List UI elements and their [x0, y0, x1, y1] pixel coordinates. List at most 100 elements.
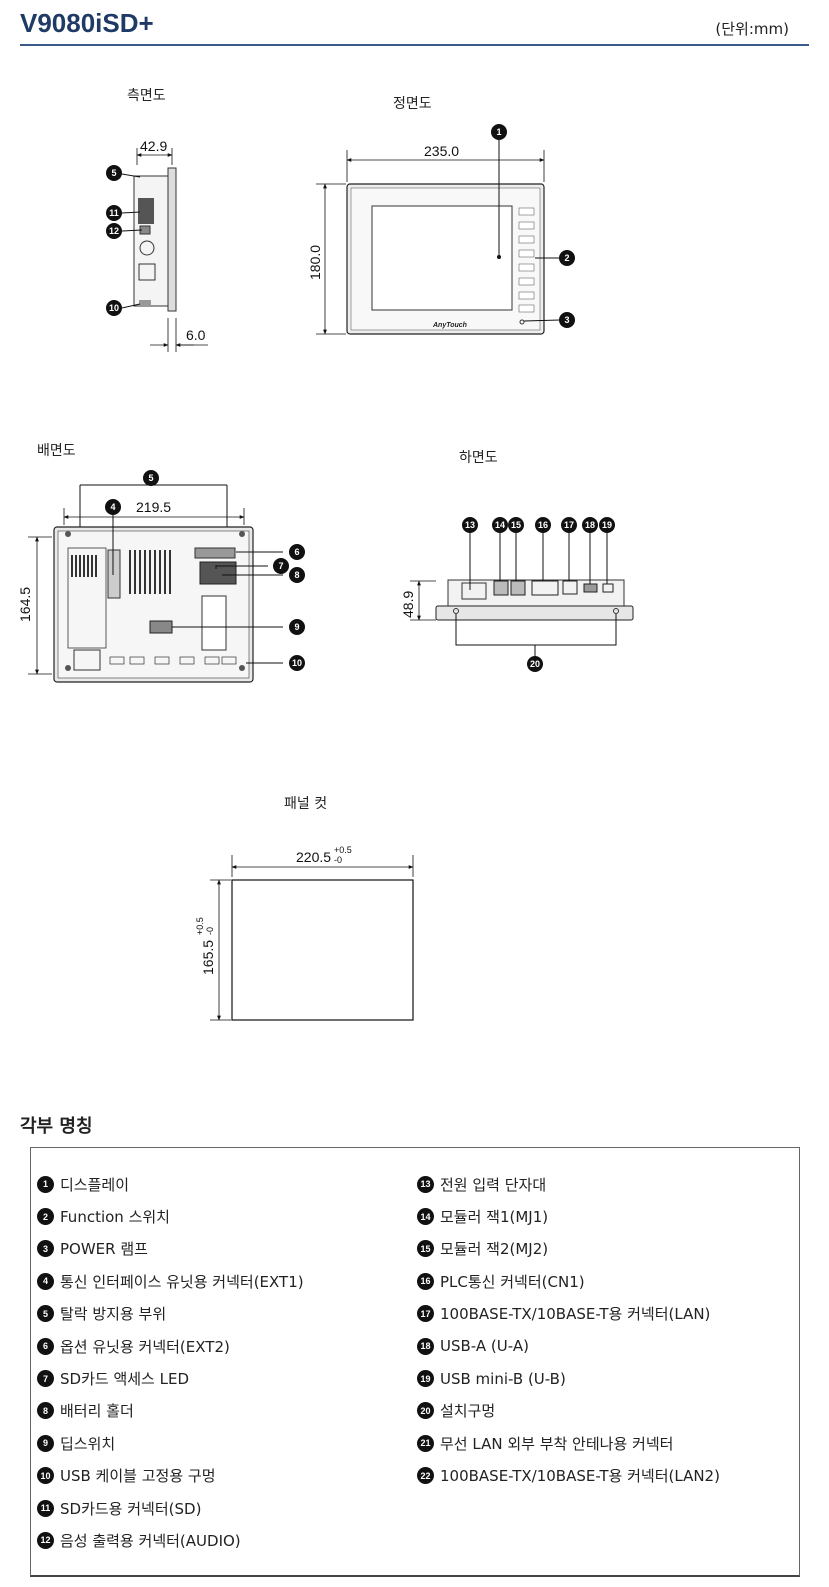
bottom-view: 하면도 48.9 — [400, 450, 634, 658]
svg-text:6: 6 — [294, 547, 299, 557]
callout-11: 11 — [106, 205, 122, 221]
part-label: 통신 인터페이스 유닛용 커넥터(EXT1) — [60, 1272, 304, 1291]
part-item: 17 100BASE-TX/10BASE-T용 커넥터(LAN) — [417, 1298, 720, 1330]
svg-text:12: 12 — [109, 226, 119, 236]
drawings: 측면도 42.9 6.0 정면도 235.0 180.0 — [17, 88, 634, 1021]
part-label: 탈락 방지용 부위 — [60, 1305, 167, 1324]
part-label: USB mini-B (U-B) — [440, 1369, 566, 1388]
part-label: POWER 램프 — [60, 1240, 148, 1259]
svg-text:15: 15 — [511, 520, 521, 530]
part-number-badge: 1 — [37, 1175, 54, 1193]
back-view-title: 배면도 — [37, 443, 76, 459]
part-label: 디스플레이 — [60, 1175, 130, 1194]
part-label: USB-A (U-A) — [440, 1337, 529, 1356]
svg-text:1: 1 — [496, 127, 501, 137]
part-item: 21 무선 LAN 외부 부착 안테나용 커넥터 — [417, 1427, 720, 1459]
svg-text:13: 13 — [465, 520, 475, 530]
part-label: SD카드용 커넥터(SD) — [60, 1499, 202, 1518]
part-number-badge: 16 — [417, 1272, 434, 1290]
part-label: 모듈러 잭2(MJ2) — [440, 1240, 549, 1259]
bottom-dim-height: 48.9 — [400, 591, 416, 618]
back-dim-height: 164.5 — [17, 587, 33, 622]
panel-cut-width-tol-plus: +0.5 — [334, 845, 352, 855]
svg-text:7: 7 — [278, 561, 283, 571]
front-brand: AnyTouch — [432, 322, 467, 329]
back-dim-width: 219.5 — [136, 499, 171, 515]
side-dim-bottom: 6.0 — [186, 327, 206, 343]
side-view: 측면도 42.9 6.0 — [121, 88, 208, 352]
svg-text:20: 20 — [530, 659, 540, 669]
callout-10-back: 10 — [289, 655, 305, 671]
part-item: 16 PLC통신 커넥터(CN1) — [417, 1265, 720, 1297]
part-number-badge: 21 — [417, 1434, 434, 1452]
part-label: 전원 입력 단자대 — [440, 1175, 547, 1194]
panel-cut-view: 패널 컷 220.5 +0.5 -0 165.5 +0.5 -0 — [195, 796, 414, 1021]
callout-18: 18 — [582, 517, 598, 533]
svg-text:18: 18 — [585, 520, 595, 530]
callout-19: 19 — [599, 517, 615, 533]
side-dim-top: 42.9 — [140, 138, 167, 154]
panel-cut-height-tol-plus: +0.5 — [195, 917, 205, 935]
panel-cut-title: 패널 컷 — [284, 796, 327, 812]
side-view-title: 측면도 — [127, 88, 166, 104]
unit-label: (단위:mm) — [715, 20, 789, 38]
callout-7: 7 — [273, 558, 289, 574]
part-number-badge: 7 — [37, 1370, 54, 1388]
part-label: 무선 LAN 외부 부착 안테나용 커넥터 — [440, 1434, 674, 1453]
front-dim-height: 180.0 — [307, 245, 323, 280]
callout-20: 20 — [527, 656, 543, 672]
callout-17: 17 — [561, 517, 577, 533]
part-number-badge: 18 — [417, 1337, 434, 1355]
svg-text:10: 10 — [109, 303, 119, 313]
panel-cut-dim-height: 165.5 — [200, 940, 216, 975]
panel-cut-width-tol-minus: -0 — [334, 855, 342, 865]
part-number-badge: 10 — [37, 1467, 54, 1485]
front-view-title: 정면도 — [393, 96, 432, 112]
svg-text:5: 5 — [148, 473, 153, 483]
bottom-view-title: 하면도 — [459, 450, 498, 466]
page-title: V9080iSD+ — [20, 8, 154, 38]
callout-6: 6 — [289, 544, 305, 560]
svg-text:16: 16 — [538, 520, 548, 530]
part-label: Function 스위치 — [60, 1208, 170, 1227]
parts-section-title: 각부 명칭 — [20, 1116, 93, 1137]
panel-cut-height-tol-minus: -0 — [205, 927, 215, 935]
part-number-badge: 4 — [37, 1272, 54, 1290]
callout-8: 8 — [289, 567, 305, 583]
svg-text:2: 2 — [564, 253, 569, 263]
callout-1: 1 — [491, 124, 507, 140]
part-number-badge: 6 — [37, 1337, 54, 1355]
panel-cut-dim-width: 220.5 — [296, 849, 331, 865]
part-label: PLC통신 커넥터(CN1) — [440, 1272, 585, 1291]
svg-text:3: 3 — [564, 315, 569, 325]
svg-text:4: 4 — [110, 502, 115, 512]
back-view: 배면도 219.5 164.5 — [17, 443, 283, 683]
part-item: 11 SD카드용 커넥터(SD) — [37, 1492, 304, 1524]
part-label: 설치구멍 — [440, 1402, 496, 1421]
part-item: 1 디스플레이 — [37, 1168, 304, 1200]
part-label: 100BASE-TX/10BASE-T용 커넥터(LAN) — [440, 1305, 711, 1324]
part-number-badge: 11 — [37, 1499, 54, 1517]
callout-2: 2 — [559, 250, 575, 266]
callout-9: 9 — [289, 619, 305, 635]
callout-16: 16 — [535, 517, 551, 533]
part-number-badge: 17 — [417, 1305, 434, 1323]
callout-15: 15 — [508, 517, 524, 533]
header-divider — [20, 44, 809, 46]
callout-4: 4 — [105, 499, 121, 515]
front-view: 정면도 235.0 180.0 AnyTouch — [307, 96, 561, 335]
svg-text:19: 19 — [602, 520, 612, 530]
svg-text:11: 11 — [109, 208, 119, 218]
